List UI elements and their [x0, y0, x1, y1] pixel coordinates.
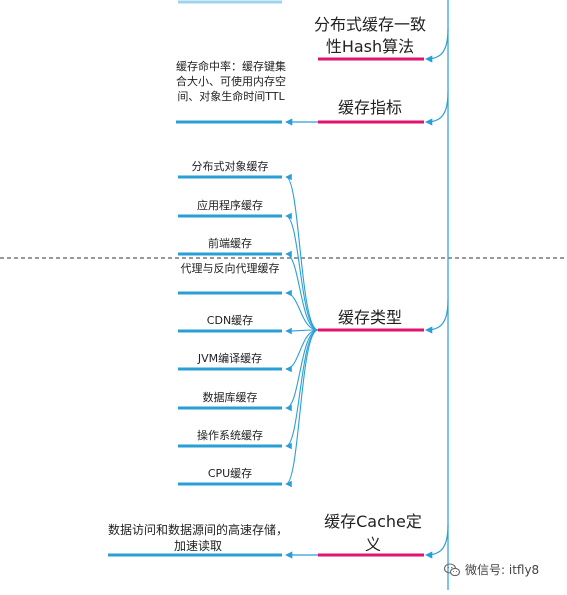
cache-type-connector — [285, 212, 319, 331]
cache-type-connector — [285, 329, 319, 488]
node-definition-detail-label: 数据访问和数据源间的高速存储，加速读取 — [108, 523, 289, 553]
watermark: 微信号: itfly8 — [444, 561, 539, 578]
connector-metrics — [425, 91, 449, 126]
connector-hash — [425, 28, 449, 63]
watermark-text: 微信号: itfly8 — [465, 563, 540, 577]
wechat-icon — [444, 562, 460, 576]
node-definition-label: 缓存Cache定义 — [324, 512, 422, 554]
cache-type-connector — [285, 289, 319, 331]
cache-type-connector — [285, 327, 319, 335]
cache-type-label: 操作系统缓存 — [197, 429, 263, 442]
cache-type-label: 代理与反向代理缓存 — [180, 262, 280, 275]
cache-type-label: CDN缓存 — [206, 314, 254, 327]
cache-type-label: 前端缓存 — [208, 237, 252, 250]
cache-type-label: 分布式对象缓存 — [191, 160, 269, 173]
node-hash-label: 分布式缓存一致性Hash算法 — [313, 15, 426, 56]
cache-type-label: 应用程序缓存 — [197, 199, 263, 212]
cache-type-label: JVM编译缓存 — [197, 352, 263, 365]
node-metrics-detail-label: 缓存命中率：缓存键集合大小、可使用内存空间、对象生命时间TTL — [176, 60, 286, 103]
cache-type-connector — [285, 173, 319, 331]
connector-types — [425, 299, 449, 334]
node-types-label: 缓存类型 — [337, 308, 402, 327]
cache-type-label: CPU缓存 — [207, 467, 253, 480]
node-metrics-label: 缓存指标 — [337, 98, 402, 117]
cache-type-label: 数据库缓存 — [202, 391, 258, 404]
cache-type-connector — [285, 250, 319, 331]
cache-type-connector — [285, 329, 319, 373]
cache-type-connector — [285, 329, 319, 412]
connector-definition — [425, 524, 449, 559]
